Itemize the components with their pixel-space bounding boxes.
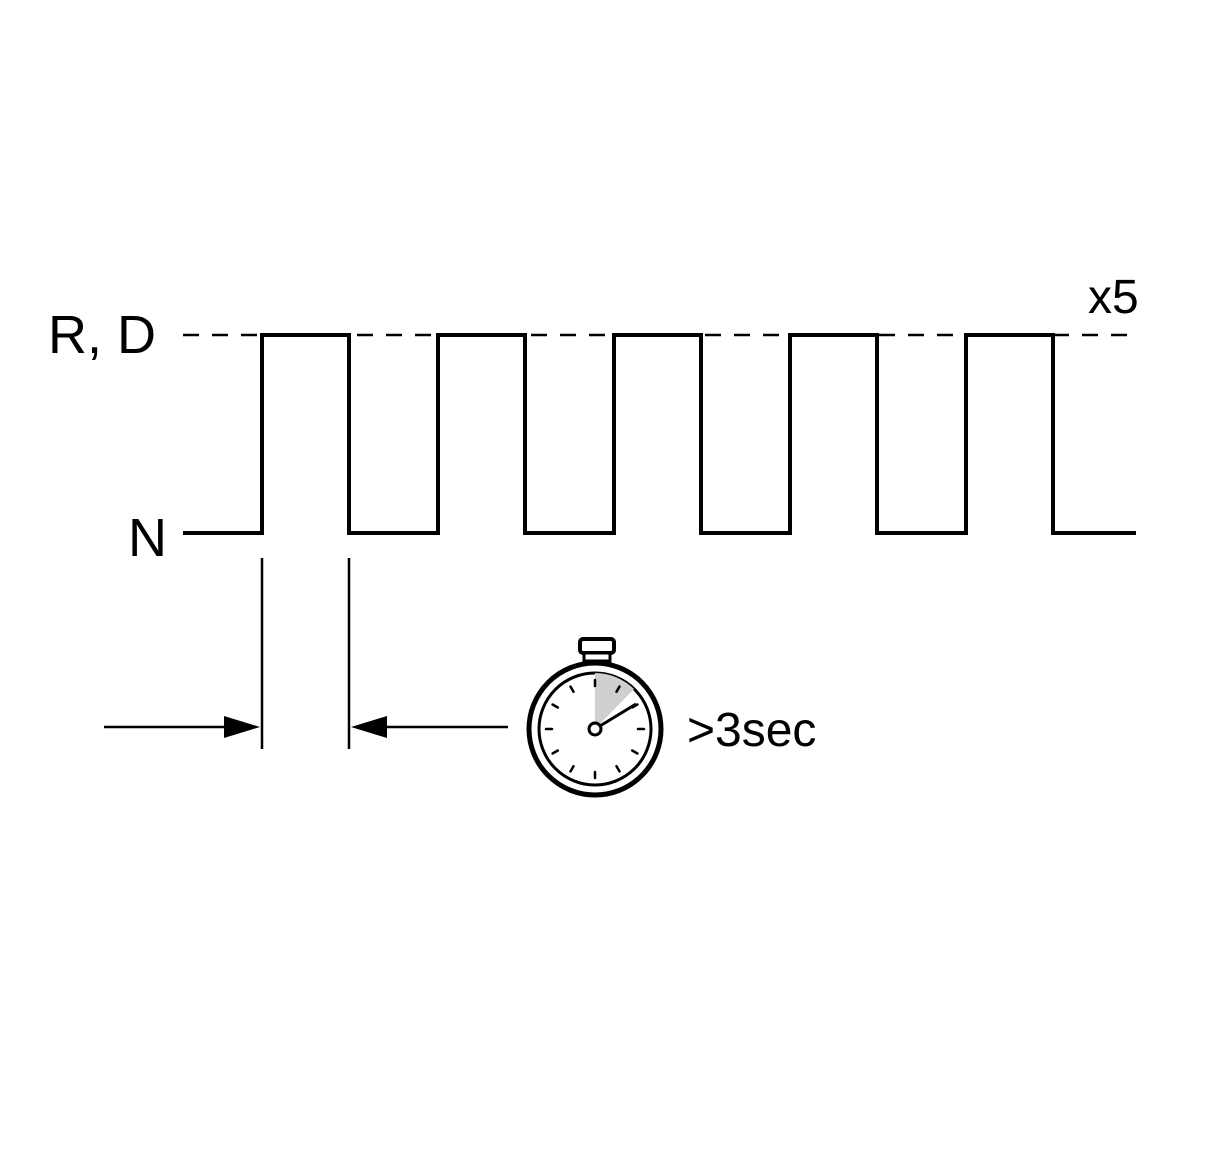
waveform bbox=[183, 333, 1136, 535]
stopwatch-icon bbox=[526, 637, 664, 798]
repeat-count-label: x5 bbox=[1088, 271, 1139, 324]
dimension-arrow-left bbox=[104, 716, 260, 738]
dimension-arrow-right bbox=[351, 716, 508, 738]
low-level-label: N bbox=[128, 508, 167, 568]
duration-label: >3sec bbox=[687, 704, 816, 757]
high-level-label: R, D bbox=[48, 305, 156, 365]
